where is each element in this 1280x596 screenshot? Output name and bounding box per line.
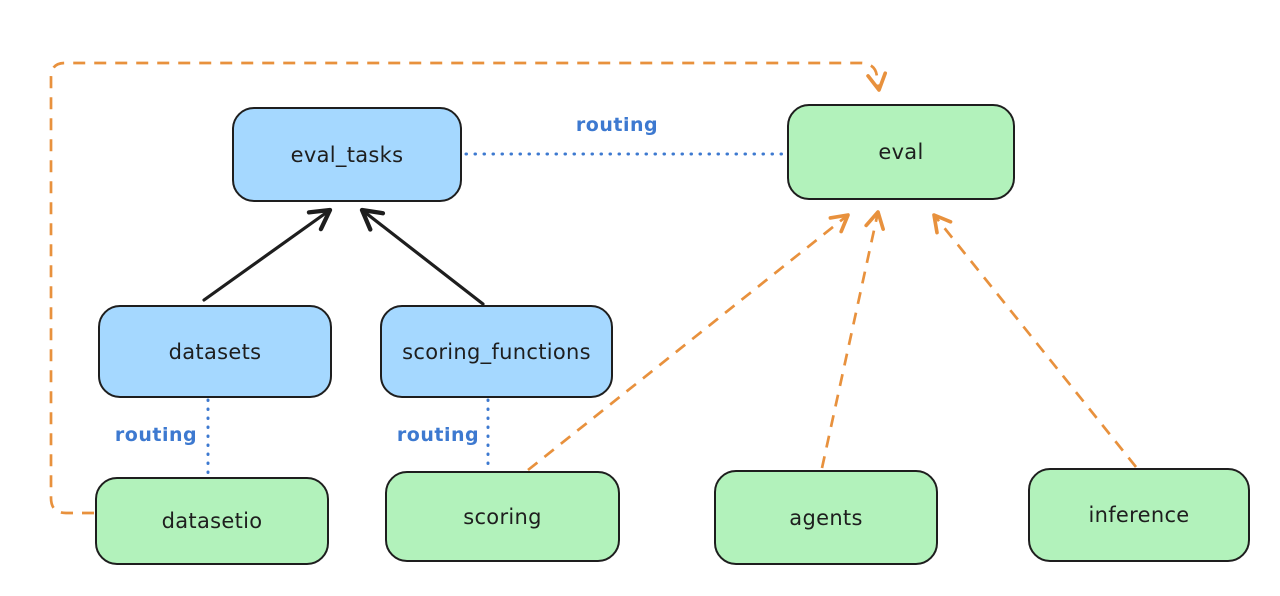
node-datasets-label: datasets	[168, 339, 262, 364]
node-datasets: datasets	[98, 305, 332, 398]
node-inference-label: inference	[1088, 503, 1190, 527]
edge-scoring-functions-to-eval-tasks-arrow	[359, 207, 485, 306]
edge-scoring-to-eval-dashed	[527, 213, 850, 472]
edge-inference-to-eval-dashed	[932, 213, 1138, 468]
routing-label-datasets-datasetio: routing	[114, 424, 198, 446]
node-inference: inference	[1028, 468, 1250, 562]
routing-label-eval-tasks-eval: routing	[575, 114, 659, 136]
node-agents-label: agents	[789, 505, 863, 530]
node-datasetio-label: datasetio	[161, 509, 263, 533]
edge-datasets-to-eval-tasks-arrow	[202, 207, 333, 302]
node-agents: agents	[714, 470, 938, 565]
edge-agents-to-eval-dashed	[820, 210, 885, 469]
edge-datasetio-to-eval-dashed-loop	[49, 61, 888, 515]
routing-label-scoring-functions-scoring: routing	[396, 424, 480, 446]
node-scoring-functions: scoring_functions	[380, 305, 613, 398]
node-scoring-functions-label: scoring_functions	[402, 339, 591, 364]
node-eval: eval	[787, 104, 1015, 200]
node-scoring-label: scoring	[463, 504, 542, 529]
node-scoring: scoring	[385, 471, 620, 562]
node-eval-label: eval	[878, 140, 924, 164]
node-datasetio: datasetio	[95, 477, 329, 565]
node-eval-tasks: eval_tasks	[232, 107, 462, 202]
node-eval-tasks-label: eval_tasks	[290, 142, 404, 167]
